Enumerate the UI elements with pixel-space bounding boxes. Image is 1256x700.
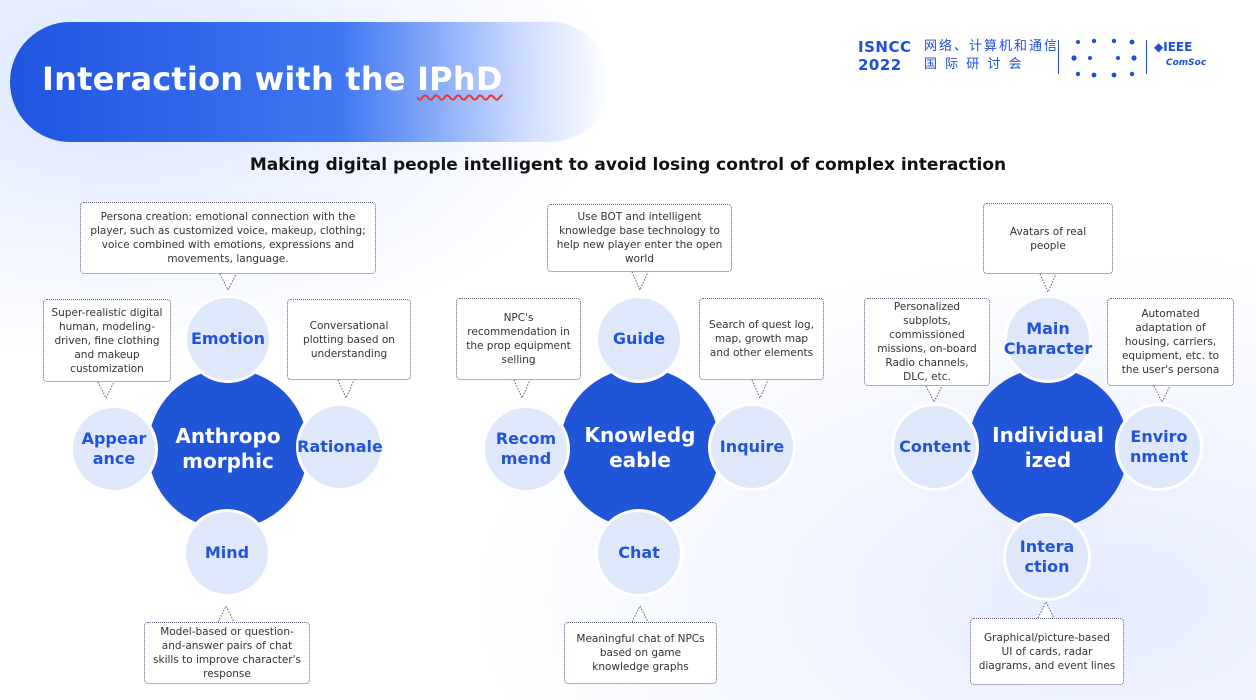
page-title: Interaction with the IPhD — [42, 60, 503, 98]
content-node: Content — [894, 406, 976, 488]
inquire-note: Search of quest log, map, growth map and… — [699, 298, 824, 380]
title-highlight: IPhD — [417, 60, 503, 98]
chat-node: Chat — [598, 512, 680, 594]
appearance-node: Appear ance — [73, 408, 155, 490]
title-banner — [10, 22, 610, 142]
individualized-node: Individual ized — [968, 368, 1128, 528]
dots-logo-icon — [1071, 38, 1137, 78]
callout-tail — [1153, 385, 1171, 404]
main-character-note: Avatars of real people — [983, 203, 1113, 274]
comsoc-logo: ComSoc — [1166, 58, 1207, 68]
interaction-note: Graphical/picture-based UI of cards, rad… — [970, 618, 1124, 685]
callout-tail — [337, 379, 355, 400]
callout-tail — [97, 381, 115, 400]
content-note: Personalized subplots, commissioned miss… — [864, 298, 990, 386]
page-subtitle: Making digital people intelligent to avo… — [249, 155, 1007, 175]
guide-note: Use BOT and intelligent knowledge base t… — [547, 204, 732, 272]
recommend-note: NPC's recommendation in the prop equipme… — [456, 298, 581, 380]
ieee-logo: ◆IEEE — [1154, 40, 1193, 54]
mind-note: Model-based or question-and-answer pairs… — [144, 622, 310, 684]
logo-divider — [1058, 40, 1059, 74]
chinese-logo-text: 网络、计算机和通信 国 际 研 讨 会 — [924, 39, 1060, 72]
knowledgeable-node: Knowledg eable — [560, 368, 720, 528]
environment-note: Automated adaptation of housing, carrier… — [1107, 298, 1234, 386]
isncc-logo-text: ISNCC 2022 — [858, 38, 912, 74]
callout-tail — [925, 385, 943, 404]
callout-tail — [1037, 600, 1055, 619]
logo-divider — [1146, 40, 1147, 74]
emotion-note: Persona creation: emotional connection w… — [80, 202, 376, 274]
callout-tail — [513, 379, 531, 400]
emotion-node: Emotion — [187, 298, 269, 380]
mind-node: Mind — [186, 512, 268, 594]
appearance-note: Super-realistic digital human, modeling-… — [43, 299, 171, 382]
callout-tail — [217, 604, 235, 623]
callout-tail — [219, 273, 237, 292]
anthropomorphic-node: Anthropo morphic — [148, 369, 308, 529]
guide-node: Guide — [598, 298, 680, 380]
callout-tail — [751, 379, 769, 400]
inquire-node: Inquire — [711, 406, 793, 488]
chat-note: Meaningful chat of NPCs based on game kn… — [564, 622, 717, 684]
recommend-node: Recom mend — [485, 408, 567, 490]
conference-logo: ISNCC 2022 网络、计算机和通信 国 际 研 讨 会 ◆IEEE Com… — [858, 38, 1218, 82]
main-character-node: Main Character — [1004, 298, 1092, 380]
rationale-note: Conversational plotting based on underst… — [287, 299, 411, 380]
callout-tail — [631, 271, 649, 292]
callout-tail — [1039, 273, 1057, 294]
rationale-node: Rationale — [297, 406, 383, 488]
environment-node: Enviro nment — [1118, 406, 1200, 488]
callout-tail — [631, 604, 649, 623]
interaction-node: Intera ction — [1006, 516, 1088, 598]
